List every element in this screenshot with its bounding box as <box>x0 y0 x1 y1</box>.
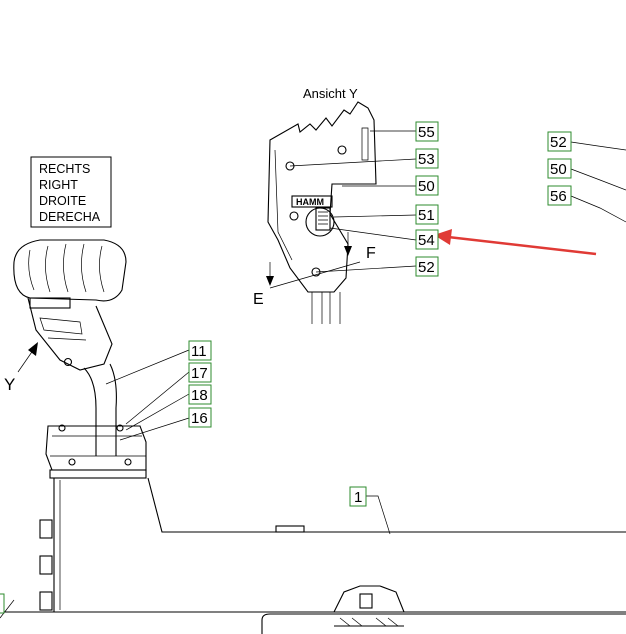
callout-17-label: 17 <box>191 365 208 382</box>
lower-left-leader <box>0 599 15 619</box>
mount-plate <box>29 297 71 309</box>
callout-50-right: 50 <box>547 158 572 179</box>
machine-frame <box>0 477 626 634</box>
callout-1-label: 1 <box>354 489 362 506</box>
grip-mount <box>27 297 113 371</box>
callout-cropped-edge <box>0 593 5 614</box>
view-letter-y: Y <box>4 375 15 394</box>
side-nut-2 <box>39 555 53 575</box>
console-bump <box>275 525 305 533</box>
right-leader-lines <box>570 141 626 223</box>
callout-56-label: 56 <box>550 188 567 205</box>
callout-17: 17 <box>188 362 212 383</box>
bolt-side <box>289 211 299 221</box>
stem-tube <box>83 363 117 456</box>
callout-54-label: 54 <box>418 232 435 249</box>
view-leader-lines <box>289 130 417 273</box>
callout-52-right-label: 52 <box>550 134 567 151</box>
handle-leader-lines <box>105 349 391 535</box>
direction-right-en: RIGHT <box>39 178 78 192</box>
callout-51-label: 51 <box>418 207 435 224</box>
callout-55-label: 55 <box>418 124 435 141</box>
direction-box-frame <box>30 156 112 228</box>
bracket-outline <box>267 101 377 293</box>
brand-label: HAMM <box>296 197 324 207</box>
lower-rail <box>261 613 626 634</box>
callout-16-label: 16 <box>191 410 208 427</box>
view-y-detail: Ansicht Y HAMM E F <box>253 86 597 324</box>
callout-1: 1 <box>349 486 367 507</box>
callout-50-view: 50 <box>415 175 439 196</box>
brand-plate <box>291 195 333 208</box>
bracket-inner-edge <box>274 149 293 261</box>
callout-53: 53 <box>415 148 439 169</box>
clamp-bolt <box>359 593 373 609</box>
view-arrow-y-head <box>28 342 38 356</box>
red-arrow-head <box>434 229 452 245</box>
dim-label-e: E <box>253 291 264 308</box>
callout-52-view-label: 52 <box>418 259 435 276</box>
base-bolt-b <box>68 458 76 466</box>
callout-16: 16 <box>188 407 212 428</box>
callout-50-right-label: 50 <box>550 161 567 178</box>
base-plate <box>49 469 147 479</box>
dim-arrow-f <box>344 246 352 256</box>
callout-55: 55 <box>415 121 439 142</box>
direction-right-de: RECHTS <box>39 162 90 176</box>
side-nut-1 <box>39 519 53 539</box>
base-top-lines <box>50 435 146 457</box>
callout-51: 51 <box>415 204 439 225</box>
callout-56: 56 <box>547 185 572 206</box>
callout-11-label: 11 <box>191 343 207 360</box>
dim-arrow-e <box>266 276 274 286</box>
callout-50-view-label: 50 <box>418 178 435 195</box>
side-nut-3 <box>39 591 53 611</box>
callout-18-label: 18 <box>191 387 208 404</box>
bracket-slot <box>361 127 369 161</box>
direction-right-fr: DROITE <box>39 194 86 208</box>
center-clamp <box>333 585 405 613</box>
dim-line-e <box>269 261 361 289</box>
grip-ribs <box>28 243 105 293</box>
handle-assembly: Y <box>4 239 147 479</box>
mount-bolt <box>63 357 73 367</box>
base-bolt-c <box>124 458 132 466</box>
base-bolt-d <box>58 424 66 432</box>
callout-53-label: 53 <box>418 151 435 168</box>
direction-right-es: DERECHA <box>39 210 101 224</box>
clamp-hatch <box>339 617 399 627</box>
base-bolt-a <box>116 424 124 432</box>
callout-54: 54 <box>415 229 439 250</box>
bolt-53b <box>337 145 347 155</box>
dim-label-f: F <box>366 245 376 262</box>
direction-box: RECHTS RIGHT DROITE DERECHA <box>30 156 112 228</box>
shaft <box>311 292 341 324</box>
red-arrow-shaft <box>447 235 597 256</box>
callout-52-right: 52 <box>547 131 572 152</box>
callout-11: 11 <box>188 340 212 361</box>
mount-detail <box>39 317 87 341</box>
grip-outline <box>13 239 127 302</box>
switch-knob <box>315 207 331 231</box>
view-title: Ansicht Y <box>303 86 358 101</box>
callout-18: 18 <box>188 384 212 405</box>
console-body <box>53 477 626 613</box>
switch-lines <box>318 211 328 225</box>
callout-52-view: 52 <box>415 256 439 277</box>
